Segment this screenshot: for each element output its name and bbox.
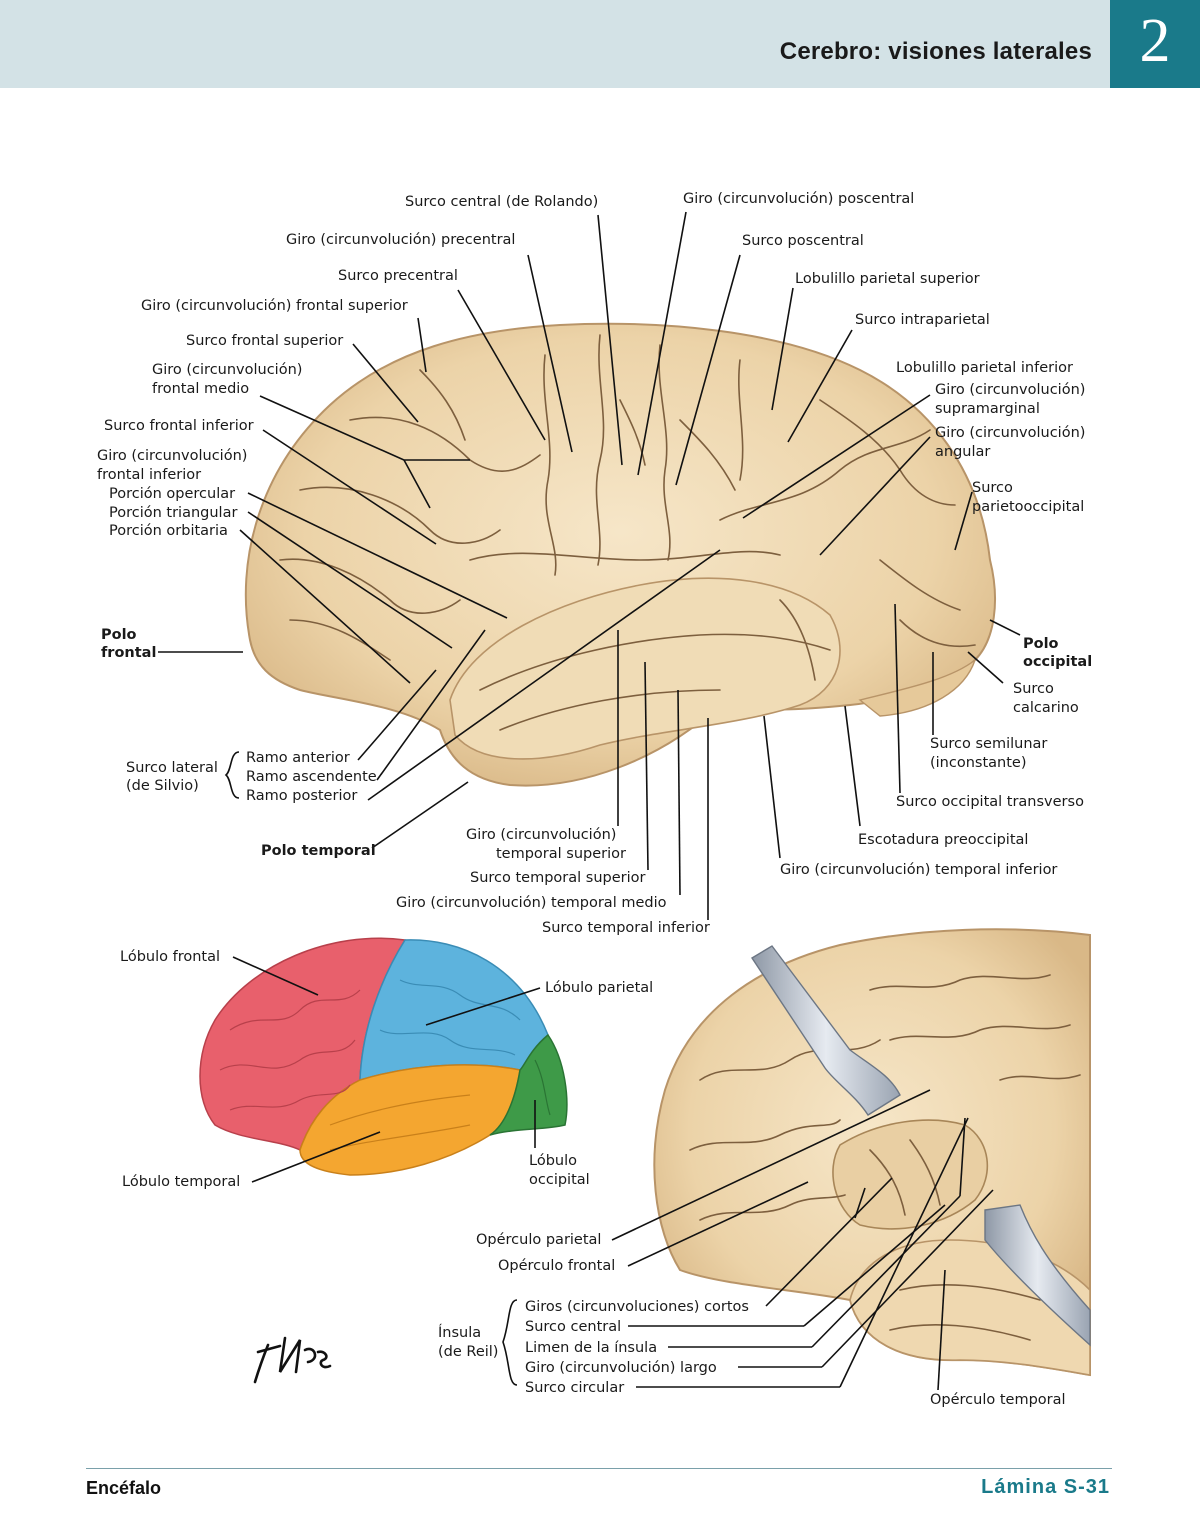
- insula-exposed-region: [832, 1119, 989, 1230]
- label-parietooccipital-1: Surco: [972, 480, 1013, 496]
- label-giro-poscentral: Giro (circunvolución) poscentral: [683, 191, 914, 207]
- label-lobulo-occipital-2: occipital: [529, 1172, 590, 1188]
- label-porcion-orbitaria: Porción orbitaria: [109, 523, 228, 539]
- leader-lines-insula: [502, 1089, 994, 1391]
- label-semilunar-2: (inconstante): [930, 755, 1027, 771]
- brain-gyri-pattern: [279, 334, 976, 731]
- label-polo-occipital-2: occipital: [1023, 654, 1092, 670]
- label-lobulo-parietal: Lóbulo parietal: [545, 980, 653, 996]
- label-lobulillo-parietal-inferior: Lobulillo parietal inferior: [896, 360, 1073, 376]
- label-porcion-triangular: Porción triangular: [109, 505, 237, 521]
- label-ramo-anterior: Ramo anterior: [246, 750, 350, 766]
- label-surco-circular: Surco circular: [525, 1380, 624, 1396]
- label-lobulo-occipital-1: Lóbulo: [529, 1153, 577, 1169]
- insula-gyri-pattern: [689, 974, 1081, 1341]
- footer-plate-label: Lámina S-31: [981, 1476, 1110, 1498]
- label-angular-2: angular: [935, 444, 990, 460]
- label-calcarino-1: Surco: [1013, 681, 1054, 697]
- main-brain-illustration: [244, 322, 996, 787]
- upper-retractor: [751, 945, 901, 1116]
- label-giro-precentral: Giro (circunvolución) precentral: [286, 232, 515, 248]
- label-polo-occipital-1: Polo: [1023, 636, 1059, 652]
- label-supramarginal-2: supramarginal: [935, 401, 1040, 417]
- label-porcion-opercular: Porción opercular: [109, 486, 235, 502]
- label-giro-temporal-inferior: Giro (circunvolución) temporal inferior: [780, 862, 1057, 878]
- lobes-brain-illustration: [199, 937, 568, 1176]
- label-semilunar-1: Surco semilunar: [930, 736, 1047, 752]
- plate-number: 2: [1139, 7, 1171, 75]
- label-lobulillo-parietal-superior: Lobulillo parietal superior: [795, 271, 980, 287]
- label-surco-temporal-superior: Surco temporal superior: [470, 870, 646, 886]
- label-angular-1: Giro (circunvolución): [935, 425, 1085, 441]
- label-ramo-posterior: Ramo posterior: [246, 788, 357, 804]
- label-operculo-parietal: Opérculo parietal: [476, 1232, 601, 1248]
- label-limen: Limen de la ínsula: [525, 1340, 657, 1356]
- artist-signature: [253, 1336, 332, 1384]
- label-surco-lateral-2: (de Silvio): [126, 778, 199, 794]
- label-surco-central: Surco central (de Rolando): [405, 194, 598, 210]
- label-supramarginal-1: Giro (circunvolución): [935, 382, 1085, 398]
- label-polo-temporal: Polo temporal: [261, 843, 376, 859]
- leader-lines-lobes: [232, 956, 541, 1183]
- label-giro-frontal-superior: Giro (circunvolución) frontal superior: [141, 298, 408, 314]
- label-escotadura: Escotadura preoccipital: [858, 832, 1028, 848]
- label-occipital-transverso: Surco occipital transverso: [896, 794, 1084, 810]
- main-labels: Surco central (de Rolando) Giro (circunv…: [97, 191, 1092, 936]
- temporal-lobe-region: [299, 1064, 521, 1176]
- label-operculo-temporal: Opérculo temporal: [930, 1392, 1066, 1408]
- label-surco-intraparietal: Surco intraparietal: [855, 312, 990, 328]
- label-giro-temporal-medio: Giro (circunvolución) temporal medio: [396, 895, 667, 911]
- label-lobulo-temporal: Lóbulo temporal: [122, 1174, 240, 1190]
- header-band: [0, 0, 1110, 88]
- label-giro-frontal-medio-2: frontal medio: [152, 381, 249, 397]
- insula-brain-illustration: [653, 928, 1091, 1377]
- label-surco-frontal-inferior: Surco frontal inferior: [104, 418, 254, 434]
- page-title: Cerebro: visiones laterales: [779, 38, 1092, 65]
- lobes-labels: Lóbulo frontal Lóbulo parietal Lóbulo te…: [120, 949, 653, 1190]
- label-surco-precentral: Surco precentral: [338, 268, 458, 284]
- lower-retractor: [984, 1204, 1091, 1347]
- insula-labels: Opérculo parietal Opérculo frontal Ínsul…: [438, 1232, 1066, 1408]
- footer-section-name: Encéfalo: [86, 1478, 162, 1498]
- label-giros-cortos: Giros (circunvoluciones) cortos: [525, 1299, 749, 1315]
- label-polo-frontal-2: frontal: [101, 645, 156, 661]
- occipital-lobe-region: [489, 1033, 568, 1136]
- label-giro-frontal-medio-1: Giro (circunvolución): [152, 362, 302, 378]
- label-parietooccipital-2: parietooccipital: [972, 499, 1084, 515]
- label-polo-frontal-1: Polo: [101, 627, 137, 643]
- label-giro-largo: Giro (circunvolución) largo: [525, 1360, 717, 1376]
- label-calcarino-2: calcarino: [1013, 700, 1079, 716]
- label-temporal-superior-1: Giro (circunvolución): [466, 827, 616, 843]
- label-surco-lateral-1: Surco lateral: [126, 760, 218, 776]
- label-giro-frontal-inferior-2: frontal inferior: [97, 467, 201, 483]
- label-insula-surco-central: Surco central: [525, 1319, 621, 1335]
- label-ramo-ascendente: Ramo ascendente: [246, 769, 377, 785]
- label-insula-1: Ínsula: [438, 1324, 481, 1341]
- label-temporal-superior-2: temporal superior: [496, 846, 626, 862]
- label-surco-temporal-inferior: Surco temporal inferior: [542, 920, 710, 936]
- label-surco-poscentral: Surco poscentral: [742, 233, 864, 249]
- label-lobulo-frontal: Lóbulo frontal: [120, 949, 220, 965]
- label-insula-2: (de Reil): [438, 1344, 498, 1360]
- cerebellum-hint: [858, 657, 977, 717]
- footer-divider: [86, 1468, 1112, 1469]
- label-operculo-frontal: Opérculo frontal: [498, 1258, 615, 1274]
- plate-number-box: 2: [1110, 0, 1200, 88]
- label-surco-frontal-superior: Surco frontal superior: [186, 333, 343, 349]
- leader-lines-main: [158, 211, 1021, 920]
- label-giro-frontal-inferior-1: Giro (circunvolución): [97, 448, 247, 464]
